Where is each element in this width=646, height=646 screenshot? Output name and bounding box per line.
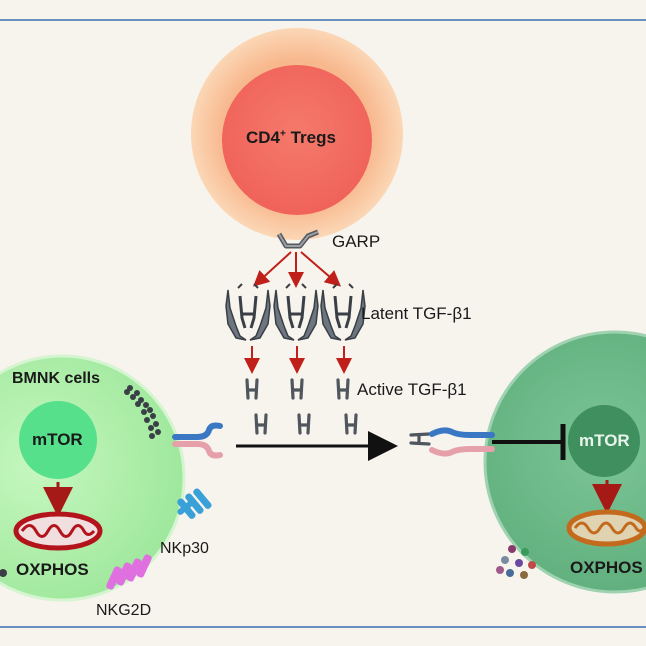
- latent-tgf-glyph-2: [272, 282, 320, 342]
- bmnk-granules: [124, 385, 161, 439]
- suppressed-oxphos-label: OXPHOS: [570, 558, 643, 577]
- bmnk-mitochondrion: [13, 511, 103, 551]
- suppressed-tgf-receptor: [429, 427, 495, 457]
- suppressed-mtor-label: mTOR: [579, 431, 630, 450]
- active-tgf-glyph-5: [297, 413, 311, 435]
- treg-cell-nucleus: [222, 65, 372, 215]
- active-tgf-glyph-1: [245, 378, 259, 400]
- garp-label: GARP: [332, 232, 381, 251]
- bmnk-vesicle-dot: [0, 569, 7, 577]
- nkp30-label: NKp30: [160, 540, 209, 557]
- treg-label-rest: Tregs: [285, 128, 336, 147]
- latent-tgf-glyph-3: [319, 282, 367, 342]
- active-tgf-glyph-4: [254, 413, 268, 435]
- bmnk-title: BMNK cells: [12, 370, 101, 387]
- bmnk-oxphos-label: OXPHOS: [16, 560, 89, 579]
- nkp30-receptor: [177, 488, 212, 519]
- treg-label: CD4+ Tregs: [246, 128, 336, 148]
- suppressed-vesicles: [496, 545, 536, 579]
- treg-label-main: CD4: [246, 128, 281, 147]
- active-tgf-glyph-2: [290, 378, 304, 400]
- treg-label-sup: +: [280, 128, 286, 140]
- suppressed-mtor-circle: [568, 405, 640, 477]
- active-tgf-label: Active TGF-β1: [357, 380, 467, 399]
- nkg2d-label: NKG2D: [96, 602, 152, 619]
- bmnk-tgf-receptor: [172, 422, 223, 459]
- active-tgf-glyph-3: [336, 378, 350, 400]
- arrow-garp-latent-3: [300, 251, 342, 287]
- latent-tgf-glyph-1: [224, 282, 272, 342]
- nkg2d-receptor: [106, 554, 152, 590]
- latent-tgf-label: Latent TGF-β1: [361, 304, 472, 323]
- bmnk-mtor-label: mTOR: [32, 430, 83, 449]
- arrow-garp-latent-1: [253, 251, 292, 287]
- bmnk-mtor-circle: [19, 401, 97, 479]
- bound-tgf-glyph: [409, 432, 431, 446]
- active-tgf-glyph-6: [344, 413, 358, 435]
- suppressed-mitochondrion: [566, 509, 646, 547]
